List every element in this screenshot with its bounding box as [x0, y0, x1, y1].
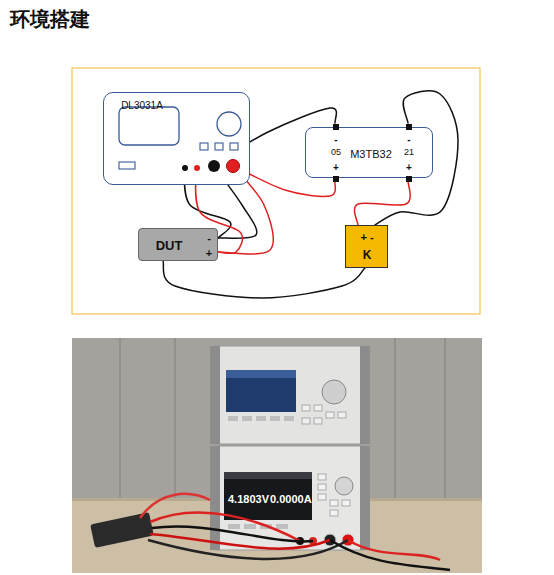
- node-text: 05: [331, 148, 341, 158]
- relay-module-box: M3TB32 - 05 + - 21 +: [305, 127, 433, 178]
- photo: [302, 405, 346, 424]
- diagram-frame: [72, 68, 480, 314]
- page-title: 环境搭建: [10, 8, 90, 30]
- photo: [330, 540, 450, 570]
- node-text: -: [207, 232, 211, 244]
- photo: [302, 405, 310, 411]
- photo: [228, 416, 238, 421]
- node-text: M3TB32: [350, 148, 392, 160]
- screen: [119, 107, 179, 145]
- node-text: K: [363, 249, 372, 262]
- photo: [152, 526, 313, 541]
- photo: [148, 540, 348, 559]
- photo: [140, 494, 450, 570]
- photo: [335, 477, 353, 495]
- photo: [210, 346, 220, 444]
- sense-terminal: [194, 165, 200, 171]
- photo: [314, 405, 322, 411]
- photo: [284, 416, 294, 421]
- load-terminal: [208, 160, 220, 172]
- wire: [163, 261, 365, 298]
- photo: [224, 472, 312, 479]
- photo: [228, 524, 240, 529]
- node-text: -: [334, 134, 337, 145]
- photo: [226, 370, 296, 378]
- node-text: + -: [360, 231, 373, 243]
- wire: [354, 181, 410, 225]
- photo: [318, 474, 350, 516]
- photo: [326, 412, 334, 418]
- photo: [338, 412, 346, 418]
- photo: [270, 416, 280, 421]
- node-text: DUT: [156, 239, 183, 253]
- photo: [360, 346, 370, 444]
- sense-terminal: [182, 165, 188, 171]
- button: [230, 143, 238, 150]
- photo: [318, 474, 326, 480]
- instrument-box: DL3031A: [103, 92, 250, 185]
- node-text: +: [206, 247, 212, 259]
- photo: [228, 416, 294, 421]
- button: [200, 143, 208, 150]
- knob: [217, 112, 241, 136]
- photo: [174, 338, 176, 500]
- button: [215, 143, 223, 150]
- photo: [228, 524, 288, 529]
- photo: [276, 524, 288, 529]
- load-terminal: [227, 160, 240, 173]
- power-switch: [119, 162, 135, 169]
- photo: [330, 500, 338, 506]
- photo: [140, 494, 210, 518]
- photo: [72, 338, 482, 573]
- pin-terminal: [406, 124, 412, 130]
- photo: [119, 338, 121, 500]
- photo: [226, 370, 296, 412]
- photo: [318, 494, 326, 500]
- pin-terminal: [406, 176, 412, 182]
- switch-box: + - K: [345, 225, 388, 268]
- node-text: 21: [404, 148, 414, 158]
- dut-box: DUT - +: [138, 228, 218, 261]
- photo: [342, 500, 350, 506]
- photo: [322, 380, 346, 404]
- node-text: DL3031A: [121, 100, 163, 111]
- photo: [120, 338, 445, 500]
- node-text: +: [406, 162, 412, 173]
- node-text: -: [407, 134, 410, 145]
- pin-terminal: [333, 176, 339, 182]
- pin-terminal: [333, 124, 339, 130]
- photo: [302, 418, 310, 424]
- photo: [242, 416, 252, 421]
- photo: [90, 512, 154, 548]
- node-text: +: [333, 162, 339, 173]
- photo: [256, 416, 266, 421]
- photo: [244, 524, 256, 529]
- photo: [394, 338, 396, 500]
- photo: [330, 510, 338, 516]
- photo: [210, 446, 220, 550]
- photo: [314, 418, 322, 424]
- screen-reading: 0.0000A: [270, 493, 312, 505]
- photo: [212, 446, 368, 550]
- photo: [224, 472, 312, 520]
- screen-reading: 4.1803V: [228, 493, 269, 505]
- photo: [318, 484, 326, 490]
- photo: [72, 338, 482, 573]
- photo: [360, 446, 370, 550]
- photo: [212, 346, 368, 444]
- photo: [348, 540, 440, 560]
- photo: [444, 338, 446, 500]
